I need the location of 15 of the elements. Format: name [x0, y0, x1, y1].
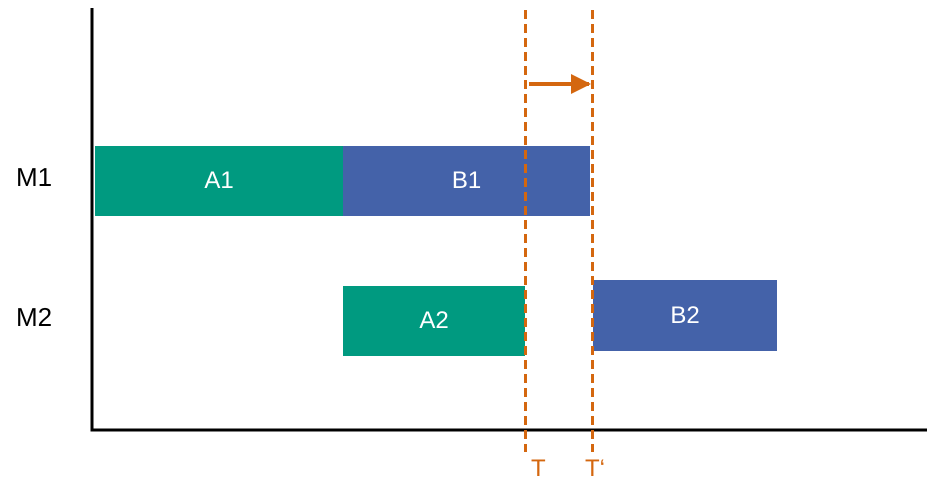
task-name: B2 — [670, 302, 700, 330]
machine-label: M1 — [16, 162, 52, 193]
task-bar — [343, 146, 590, 216]
time-label: T — [531, 455, 546, 482]
task-bar — [95, 146, 343, 216]
time-label: T‘ — [585, 455, 605, 482]
task-name: A1 — [204, 167, 234, 195]
task-bar — [593, 280, 777, 351]
arrow — [529, 74, 591, 94]
task-name: A2 — [419, 307, 449, 335]
task-name: B1 — [452, 167, 482, 195]
dashed-time-line — [522, 10, 529, 452]
machine-label: M2 — [16, 302, 52, 333]
task-bar — [343, 286, 525, 356]
dashed-time-line — [589, 10, 596, 452]
